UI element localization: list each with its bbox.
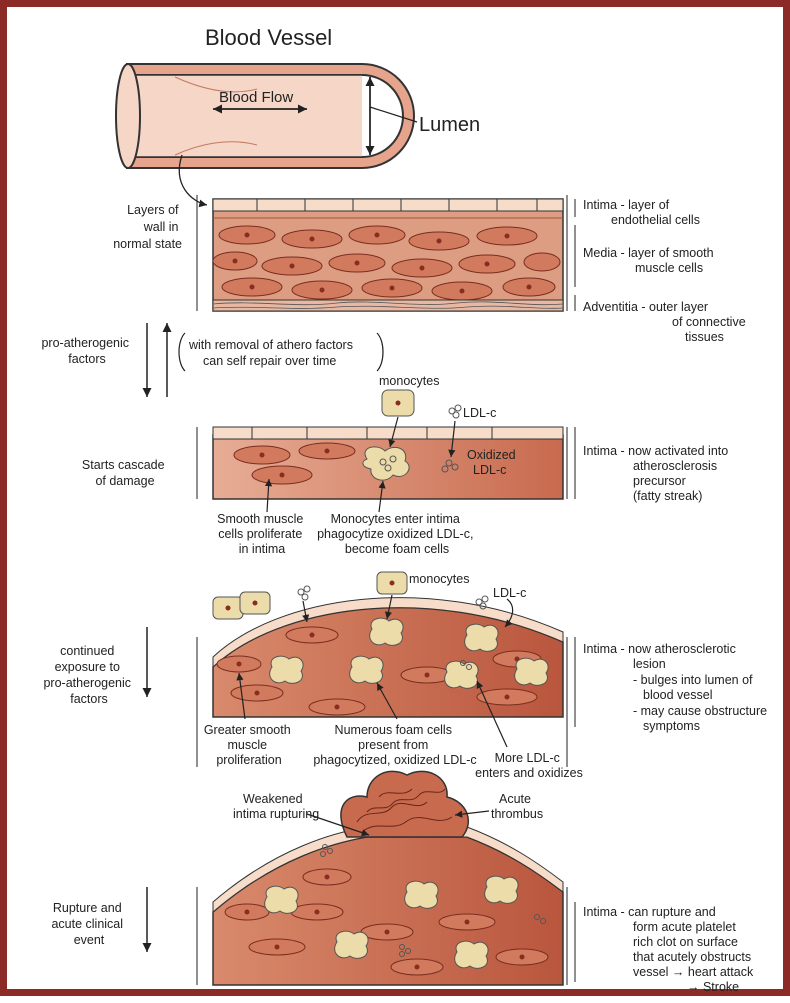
stage-rupture: Rupture and acute clinical event bbox=[51, 771, 756, 994]
stage-normal-wall: Layers of wall in normal state bbox=[113, 195, 749, 344]
media-label: Media - layer of smooth muscle cells bbox=[583, 246, 717, 275]
numerous-foam-label: Numerous foam cells present from phagocy… bbox=[313, 723, 476, 767]
stage4-left-label: Rupture and acute clinical event bbox=[51, 901, 126, 947]
greater-smc-label: Greater smooth muscle proliferation bbox=[204, 723, 294, 767]
stage-cascade-of-damage: Starts cascade of damage monocytes bbox=[82, 374, 732, 556]
vessel-title: Blood Vessel bbox=[205, 25, 332, 50]
thrombus-shape bbox=[341, 771, 468, 837]
foam-cells-label: Monocytes enter intima phagocytize oxidi… bbox=[317, 512, 477, 556]
acute-thrombus-label: Acute thrombus bbox=[491, 792, 543, 821]
ldl-label-2: LDL-c bbox=[463, 406, 496, 420]
stage1-left-label: Layers of wall in normal state bbox=[113, 203, 182, 251]
stage3-left-label: continued exposure to pro-atherogenic fa… bbox=[43, 644, 134, 706]
atherosclerosis-diagram: Blood Vessel Blood Flow Lumen Layers of … bbox=[7, 7, 790, 1003]
smc-proliferate-label: Smooth muscle cells proliferate in intim… bbox=[217, 512, 307, 556]
stage-atherosclerotic-lesion: continued exposure to pro-atherogenic fa… bbox=[43, 572, 770, 780]
monocytes-label-3: monocytes bbox=[409, 572, 469, 586]
transition-pro-atherogenic: pro-atherogenic factors with removal of … bbox=[41, 323, 383, 397]
pro-atherogenic-label: pro-atherogenic factors bbox=[41, 336, 132, 366]
intima-rupture-label: Intima - can rupture and form acute plat… bbox=[583, 905, 757, 994]
lumen-label: Lumen bbox=[419, 114, 480, 136]
endothelial-layer-2 bbox=[213, 427, 563, 439]
intima-activated-label: Intima - now activated into atherosclero… bbox=[583, 444, 732, 503]
stage2-left-label: Starts cascade of damage bbox=[82, 458, 168, 488]
adventitia-label: Adventitia - outer layer of connective t… bbox=[583, 300, 749, 344]
blood-vessel-illustration: Blood Vessel Blood Flow Lumen bbox=[116, 25, 480, 205]
self-repair-label: with removal of athero factors can self … bbox=[188, 338, 356, 368]
weakened-intima-label: Weakened intima rupturing bbox=[233, 792, 319, 821]
blood-flow-label: Blood Flow bbox=[219, 89, 293, 106]
monocytes-label-2: monocytes bbox=[379, 374, 439, 388]
endothelial-layer bbox=[213, 199, 563, 211]
intima-normal-label: Intima - layer of endothelial cells bbox=[583, 198, 700, 227]
ldl-label-3: LDL-c bbox=[493, 586, 526, 600]
intima-lesion-label: Intima - now atherosclerotic lesion - bu… bbox=[583, 642, 771, 733]
